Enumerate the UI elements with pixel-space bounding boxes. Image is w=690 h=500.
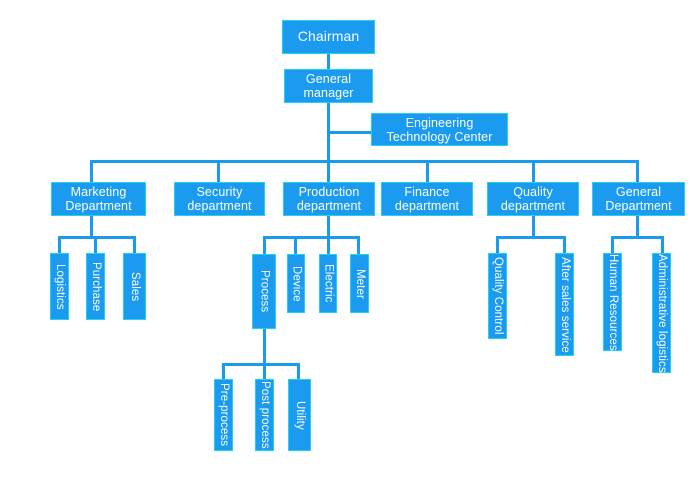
connector-drop-human-resources [611, 236, 614, 254]
connector-drop-admin-logistics [661, 236, 664, 254]
node-electric[interactable]: Electric [319, 254, 337, 313]
node-marketing-department[interactable]: Marketing Department [51, 182, 146, 216]
connector-quality-bus [496, 236, 566, 239]
node-finance-department-label: Finance department [394, 185, 460, 213]
connector-drop-sales [133, 236, 136, 254]
node-production-department-label: Production department [296, 185, 362, 213]
node-after-sales-service[interactable]: After sales service [555, 253, 574, 356]
node-device-label: Device [290, 265, 303, 302]
node-utility-label: Utility [293, 400, 306, 430]
connector-general-stem [636, 215, 639, 239]
node-pre-process[interactable]: Pre-process [214, 379, 233, 451]
connector-drop-device [294, 236, 297, 255]
node-chairman[interactable]: Chairman [282, 20, 375, 54]
connector-drop-purchase [94, 236, 97, 254]
node-process[interactable]: Process [252, 254, 276, 329]
connector-marketing-bus [58, 236, 136, 239]
connector-drop-meter [357, 236, 360, 255]
node-production-department[interactable]: Production department [283, 182, 375, 216]
connector-gm-to-engineering-center [330, 131, 372, 134]
node-engineering-technology-center-label: Engineering Technology Center [386, 115, 493, 144]
node-security-department-label: Security department [187, 185, 252, 213]
node-post-process[interactable]: Post process [255, 379, 274, 451]
connector-gm-trunk [327, 102, 330, 162]
connector-chairman-to-gm [327, 53, 330, 69]
node-meter[interactable]: Meter [350, 254, 369, 313]
connector-drop-after-sales [563, 236, 566, 254]
node-general-manager[interactable]: General manager [284, 69, 373, 103]
connector-quality-stem [532, 215, 535, 239]
node-administrative-logistics-label: Administrative logistics [655, 253, 668, 373]
node-quality-department[interactable]: Quality department [487, 182, 579, 216]
connector-general-bus [611, 236, 664, 239]
connector-drop-security [217, 160, 220, 183]
connector-drop-quality [532, 160, 535, 183]
connector-production-bus [263, 236, 360, 239]
node-security-department[interactable]: Security department [174, 182, 265, 216]
node-logistics-label: Logistics [53, 263, 66, 310]
node-sales-label: Sales [128, 271, 141, 302]
connector-level2-bus [90, 160, 639, 163]
connector-production-stem [327, 215, 330, 239]
node-purchase[interactable]: Purchase [86, 253, 105, 320]
node-administrative-logistics[interactable]: Administrative logistics [652, 253, 671, 373]
connector-process-stem [263, 328, 266, 366]
node-meter-label: Meter [353, 268, 366, 299]
connector-drop-general [636, 160, 639, 183]
node-human-resources-label: Human Resources [606, 253, 619, 351]
node-quality-control-label: Quality Control [491, 257, 504, 335]
connector-drop-pre-process [222, 363, 225, 380]
connector-drop-quality-control [496, 236, 499, 254]
connector-drop-finance [426, 160, 429, 183]
node-chairman-label: Chairman [297, 28, 360, 45]
connector-drop-logistics [58, 236, 61, 254]
connector-drop-process [263, 236, 266, 255]
node-electric-label: Electric [322, 264, 335, 303]
node-post-process-label: Post process [258, 381, 271, 449]
node-engineering-technology-center[interactable]: Engineering Technology Center [371, 113, 508, 146]
node-purchase-label: Purchase [89, 261, 102, 312]
connector-drop-production [327, 160, 330, 183]
node-finance-department[interactable]: Finance department [381, 182, 473, 216]
node-utility[interactable]: Utility [288, 379, 311, 451]
connector-process-bus [222, 363, 300, 366]
node-logistics[interactable]: Logistics [50, 253, 69, 320]
node-quality-control[interactable]: Quality Control [488, 253, 507, 339]
node-marketing-department-label: Marketing Department [65, 185, 132, 213]
connector-drop-electric [327, 236, 330, 255]
node-process-label: Process [258, 270, 271, 313]
node-quality-department-label: Quality department [500, 185, 566, 213]
connector-drop-utility [297, 363, 300, 380]
node-general-manager-label: General manager [303, 72, 354, 100]
connector-drop-marketing [90, 160, 93, 183]
connector-drop-post-process [263, 363, 266, 380]
node-pre-process-label: Pre-process [217, 383, 230, 447]
node-sales[interactable]: Sales [123, 253, 146, 320]
node-general-department-label: General Department [605, 185, 672, 213]
node-after-sales-service-label: After sales service [558, 256, 571, 353]
node-human-resources[interactable]: Human Resources [603, 253, 622, 351]
node-device[interactable]: Device [287, 254, 305, 313]
connector-marketing-stem [90, 215, 93, 239]
node-general-department[interactable]: General Department [592, 182, 685, 216]
